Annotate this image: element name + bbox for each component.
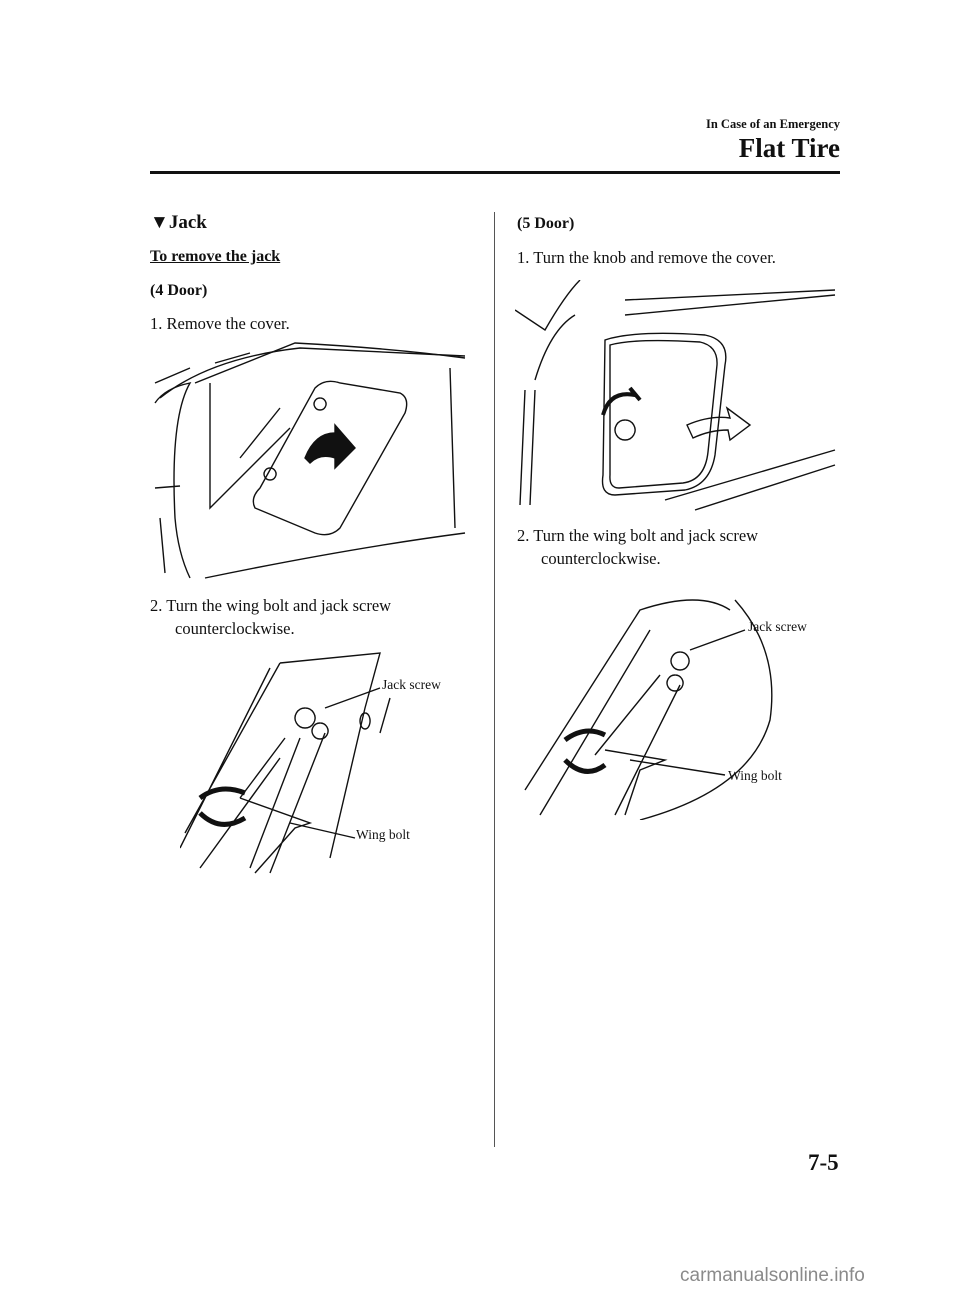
column-divider	[494, 212, 495, 1147]
triangle-marker-icon: ▼	[150, 212, 169, 233]
step-2-5door-line2: counterclockwise.	[541, 549, 661, 568]
variant-4door: (4 Door)	[150, 282, 208, 299]
page-title: Flat Tire	[738, 133, 840, 163]
step-1-5door: 1. Turn the knob and remove the cover.	[517, 248, 776, 267]
wing-bolt-label-4door: Wing bolt	[356, 827, 410, 842]
step-2-4door-line1: 2. Turn the wing bolt and jack screw	[150, 596, 392, 615]
step-2-5door-line1: 2. Turn the wing bolt and jack screw	[517, 526, 759, 545]
jack-screw-label-5door: Jack screw	[748, 619, 807, 634]
page-number: 7-5	[808, 1150, 839, 1175]
watermark: carmanualsonline.info	[680, 1265, 865, 1286]
jack-screw-label-4door: Jack screw	[382, 677, 441, 692]
step-2-4door-line2: counterclockwise.	[175, 619, 295, 638]
header-rule	[150, 171, 840, 174]
remove-cover-5door-illustration	[515, 280, 836, 511]
remove-cover-4door-illustration	[154, 342, 466, 579]
wing-bolt-label-5door: Wing bolt	[728, 768, 782, 783]
variant-5door: (5 Door)	[517, 215, 575, 232]
jack-heading: ▼Jack	[150, 212, 207, 233]
wing-bolt-4door-illustration	[180, 652, 391, 874]
section-title: In Case of an Emergency	[705, 117, 840, 131]
subheading: To remove the jack	[150, 248, 281, 265]
wing-bolt-5door-illustration	[524, 599, 773, 820]
step-1-4door: 1. Remove the cover.	[150, 314, 290, 333]
